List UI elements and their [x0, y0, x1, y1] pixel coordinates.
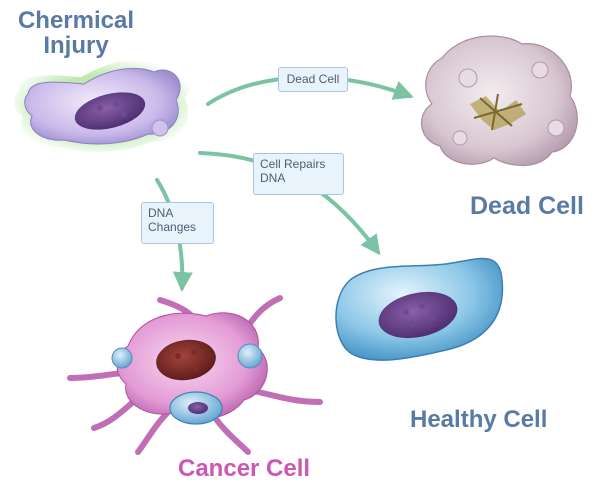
edge-label-cell-repairs-dna: Cell Repairs DNA [253, 153, 344, 195]
cancer-cell-label: Cancer Cell [178, 455, 311, 482]
healthy-cell-label: Healthy Cell [410, 406, 548, 433]
chemical-injury-label: Chermical Injury [17, 7, 135, 60]
dead-cell [420, 35, 578, 167]
edge-label-dead-cell: Dead Cell [278, 67, 348, 92]
edge-label-dna-changes: DNA Changes [141, 202, 214, 244]
cancer-cell [67, 295, 323, 455]
dead-cell-label: Dead Cell [470, 192, 584, 220]
healthy-cell [335, 257, 504, 361]
chemical-injury-cell [13, 59, 191, 152]
